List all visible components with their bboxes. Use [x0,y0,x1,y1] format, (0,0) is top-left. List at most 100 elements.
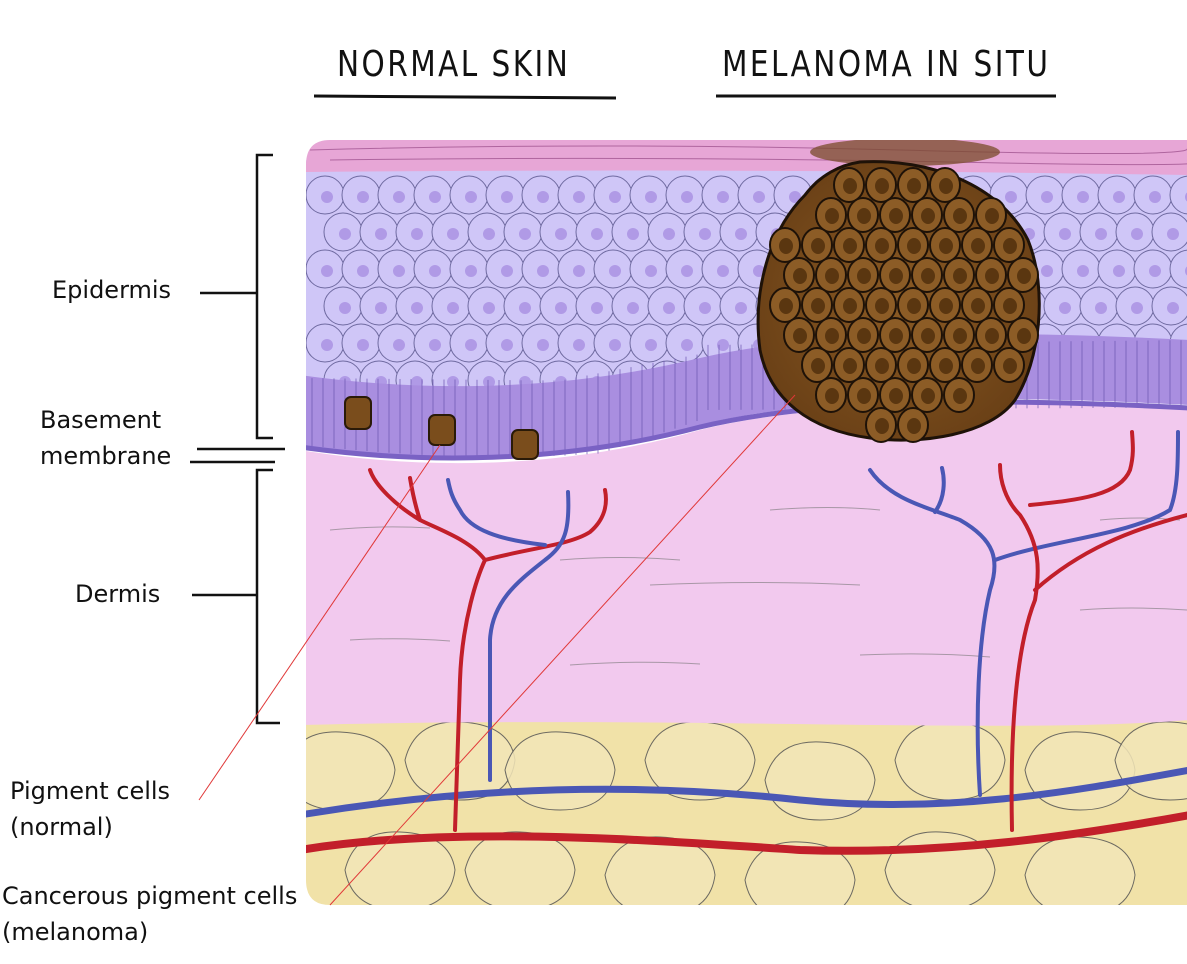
fat-lobule [344,831,456,905]
melanoma-cell-nucleus [1003,358,1017,374]
pigment-cells-leader-line [198,444,441,801]
cell-nucleus [681,191,693,203]
dermis-bracket [255,468,280,725]
epidermis-bracket [255,153,273,440]
cell-nucleus [681,265,693,277]
melanoma-cell-nucleus [889,328,903,344]
melanoma-cell-nucleus [953,268,967,284]
melanoma-cell-nucleus [857,328,871,344]
cell-nucleus [321,191,333,203]
cell-nucleus [1167,228,1179,240]
melanoma-cell-nucleus [939,238,953,254]
cell-nucleus [1113,265,1125,277]
melanoma-cell-nucleus [875,298,889,314]
cell-nucleus [627,302,639,314]
basement-membrane [306,399,1187,461]
cell-nucleus [555,228,567,240]
cell-nucleus [519,302,531,314]
vein-branch [993,430,1180,562]
cell-nucleus [573,191,585,203]
melanoma-cell-nucleus [907,178,921,194]
fat-lobule [504,731,616,811]
melanoma-cell-nucleus [889,388,903,404]
cell-nucleus [717,339,729,351]
melanoma-cell-nucleus [921,388,935,404]
cell-nucleus [465,339,477,351]
cell-nucleus [429,265,441,277]
melanoma-cell-nucleus [779,298,793,314]
melanoma-cell-nucleus [1003,238,1017,254]
cell-nucleus [573,339,585,351]
fat-lobule [764,741,876,821]
cell-nucleus [1095,302,1107,314]
melanoma-cell-nucleus [985,328,999,344]
cell-nucleus [321,339,333,351]
melanoma-cell-nucleus [843,358,857,374]
melanoma-cell-nucleus [985,208,999,224]
cell-nucleus [1131,302,1143,314]
melanoma-cell-nucleus [971,238,985,254]
melanoma-cell-nucleus [907,298,921,314]
melanoma-in-situ-header: MELANOMA IN SITU [722,44,1051,85]
cell-nucleus [447,302,459,314]
cell-nucleus [735,228,747,240]
fat-lobule [464,831,576,905]
cell-nucleus [663,228,675,240]
melanoma-cell-nucleus [1017,268,1031,284]
vein-branch [488,490,571,782]
blood-vessels [306,430,1187,855]
cell-nucleus [1059,228,1071,240]
cell-nucleus [1167,302,1179,314]
melanoma-cell-nucleus [793,268,807,284]
cell-nucleus [537,191,549,203]
cell-nucleus [429,339,441,351]
melanoma-cell-nucleus [811,238,825,254]
melanoma-cell-nucleus [779,238,793,254]
cell-nucleus [393,191,405,203]
melanoma-cell-nucleus [875,178,889,194]
cell-nucleus [1077,265,1089,277]
cell-nucleus [357,339,369,351]
artery-branch [418,518,488,832]
keratinocyte [1169,249,1187,289]
cell-nucleus [483,376,495,388]
vein-branch [446,478,547,547]
pigment-cell [511,429,539,460]
melanoma-cell-nucleus [939,178,953,194]
fat-lobule [604,836,716,905]
cell-nucleus [663,302,675,314]
cell-nucleus [1095,228,1107,240]
cell-nucleus [393,265,405,277]
cell-nucleus [357,265,369,277]
dermis-layer [306,404,1187,726]
cell-nucleus [537,339,549,351]
cell-nucleus [537,265,549,277]
basement-membrane-label: Basement membrane [40,406,172,470]
cell-nucleus [465,191,477,203]
cell-nucleus [411,302,423,314]
cell-nucleus [447,228,459,240]
fat-lobule [744,841,856,905]
cell-nucleus [339,302,351,314]
melanoma-cells [769,167,1039,443]
artery-branch [483,488,608,562]
tissue-block [306,140,1187,905]
cell-nucleus [609,339,621,351]
cell-nucleus [699,228,711,240]
cell-nucleus [483,228,495,240]
cell-nucleus [609,191,621,203]
artery-branch [1028,430,1135,507]
cell-nucleus [375,302,387,314]
fat-lobule [306,731,396,811]
cell-nucleus [483,302,495,314]
pigment-cell [344,396,372,430]
epidermis-label: Epidermis [52,276,172,304]
melanoma-cell-nucleus [953,328,967,344]
cell-nucleus [645,339,657,351]
artery-main [306,811,1187,855]
cell-nucleus [1005,191,1017,203]
melanoma-cell-nucleus [811,358,825,374]
melanoma-leader-line [329,394,796,906]
melanoma-cell-nucleus [825,388,839,404]
cell-nucleus [699,302,711,314]
